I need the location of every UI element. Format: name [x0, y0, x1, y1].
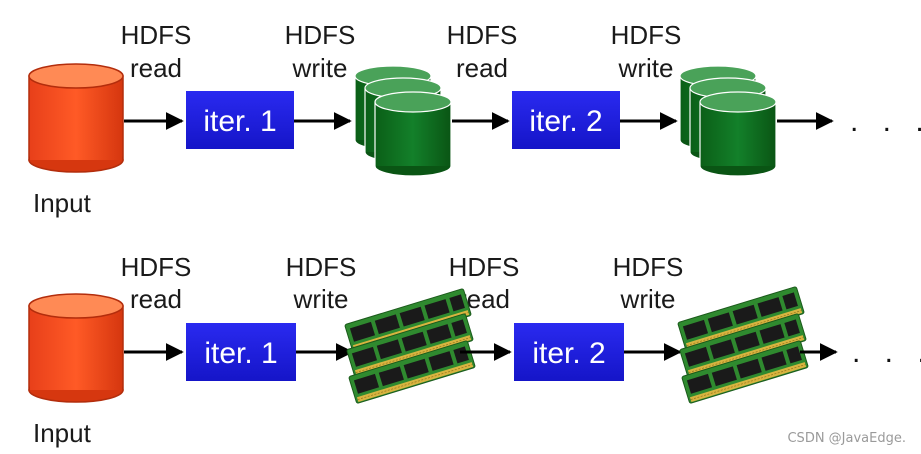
iter-box-2 [512, 91, 620, 149]
hdfs-write-label-1-line2: write [292, 53, 348, 83]
iter-label-1: iter. 1 [204, 337, 277, 370]
disk-stack-2 [679, 65, 777, 177]
hdfs-write-label-2-line1: HDFS [611, 20, 682, 50]
hdfs-write-label-1-line1: HDFS [285, 20, 356, 50]
watermark: CSDN @JavaEdge. [787, 431, 906, 446]
hdfs-write-label-1-line2: write [293, 284, 349, 314]
input-disk-cylinder [28, 293, 124, 403]
row-disk: Input HDFS read HDFS write HDFS read HDF… [28, 20, 921, 218]
continuation-ellipsis: . . . [852, 336, 921, 369]
hdfs-read-label-2-line2: read [456, 53, 508, 83]
input-disk-cylinder [28, 63, 124, 173]
continuation-ellipsis: . . . [850, 105, 921, 138]
hdfs-read-label-1-line2: read [130, 53, 182, 83]
hdfs-read-label-1-line1: HDFS [121, 252, 192, 282]
input-label: Input [33, 188, 92, 218]
hdfs-write-label-2-line2: write [618, 53, 674, 83]
hdfs-read-label-2-line1: HDFS [447, 20, 518, 50]
iter-label-2: iter. 2 [532, 337, 605, 370]
ram-stack-2 [677, 285, 809, 405]
iter-label-1: iter. 1 [203, 105, 276, 138]
iter-box-1 [186, 91, 294, 149]
hdfs-write-label-1-line1: HDFS [286, 252, 357, 282]
iter-box-1 [186, 323, 296, 381]
hdfs-read-label-2-line1: HDFS [449, 252, 520, 282]
disk-stack-1 [354, 65, 452, 177]
hdfs-write-label-2-line1: HDFS [613, 252, 684, 282]
hdfs-write-label-2-line2: write [620, 284, 676, 314]
iter-box-2 [514, 323, 624, 381]
ram-stack-1 [344, 287, 476, 405]
iter-label-2: iter. 2 [529, 105, 602, 138]
hdfs-read-label-1-line2: read [130, 284, 182, 314]
row-memory: Input HDFS read HDFS write HDFS read HDF… [28, 252, 921, 448]
input-label: Input [33, 418, 92, 448]
hdfs-read-label-1-line1: HDFS [121, 20, 192, 50]
